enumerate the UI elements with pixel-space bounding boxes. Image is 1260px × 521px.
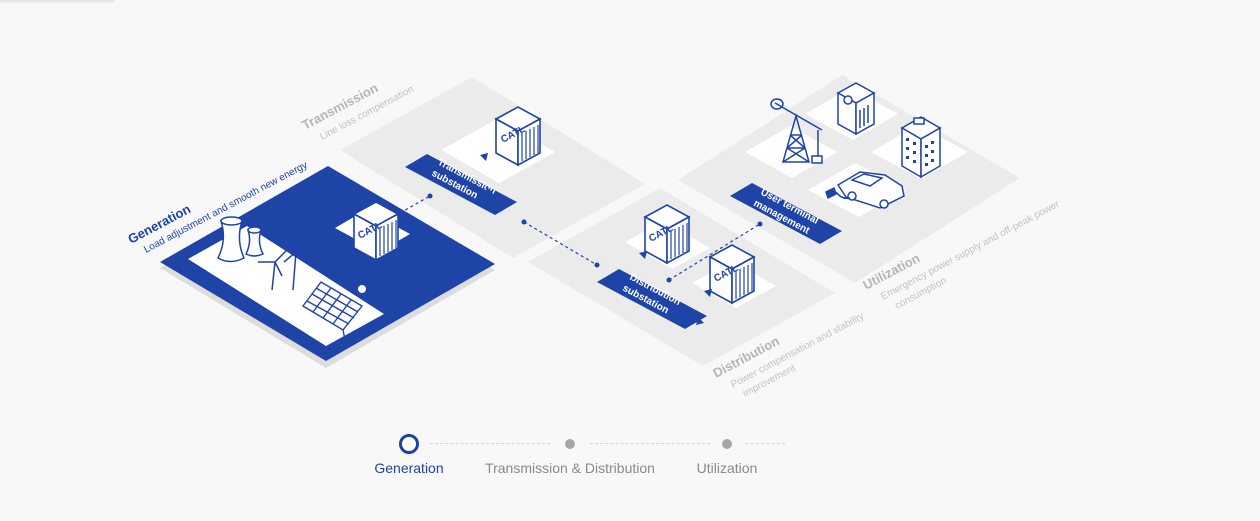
transmission-substation-label [405,154,517,215]
office-tower-icon [836,82,876,136]
up-arrow-icon [466,153,488,166]
step-utilization[interactable]: Utilization [637,430,817,476]
electric-car-icon [825,171,905,209]
wind-turbine-icon [258,236,310,291]
user-terminal-label [730,183,842,244]
oil-derrick-icon [770,98,823,164]
step-generation[interactable]: Generation [319,430,499,476]
step-label: Transmission & Distribution [485,460,655,476]
step-connector [430,443,550,444]
down-arrow-icon [629,274,650,287]
step-connector [590,443,710,444]
step-connector [745,443,785,444]
cooling-tower-icon [217,216,265,263]
step-indicator [565,439,575,449]
step-transmission-distribution[interactable]: Transmission & Distribution [480,430,660,476]
up-arrow-icon [625,251,647,264]
utilization-tile-oil [745,126,837,178]
step-navigation: Generation Transmission & Distribution U… [360,430,800,490]
down-arrow-icon [485,182,506,195]
up-arrow-icon [690,289,712,302]
solar-panel-icon [301,281,364,341]
active-step-indicator [399,434,419,454]
apartment-building-icon [900,116,942,179]
step-indicator [722,439,732,449]
down-arrow-icon [696,312,717,325]
top-left-shadow [0,0,115,4]
transmission-zone: CATL Transmission substation Transmissio… [299,77,645,258]
step-label: Utilization [696,460,758,476]
distribution-substation-label [597,269,707,329]
step-label: Generation [374,460,444,476]
